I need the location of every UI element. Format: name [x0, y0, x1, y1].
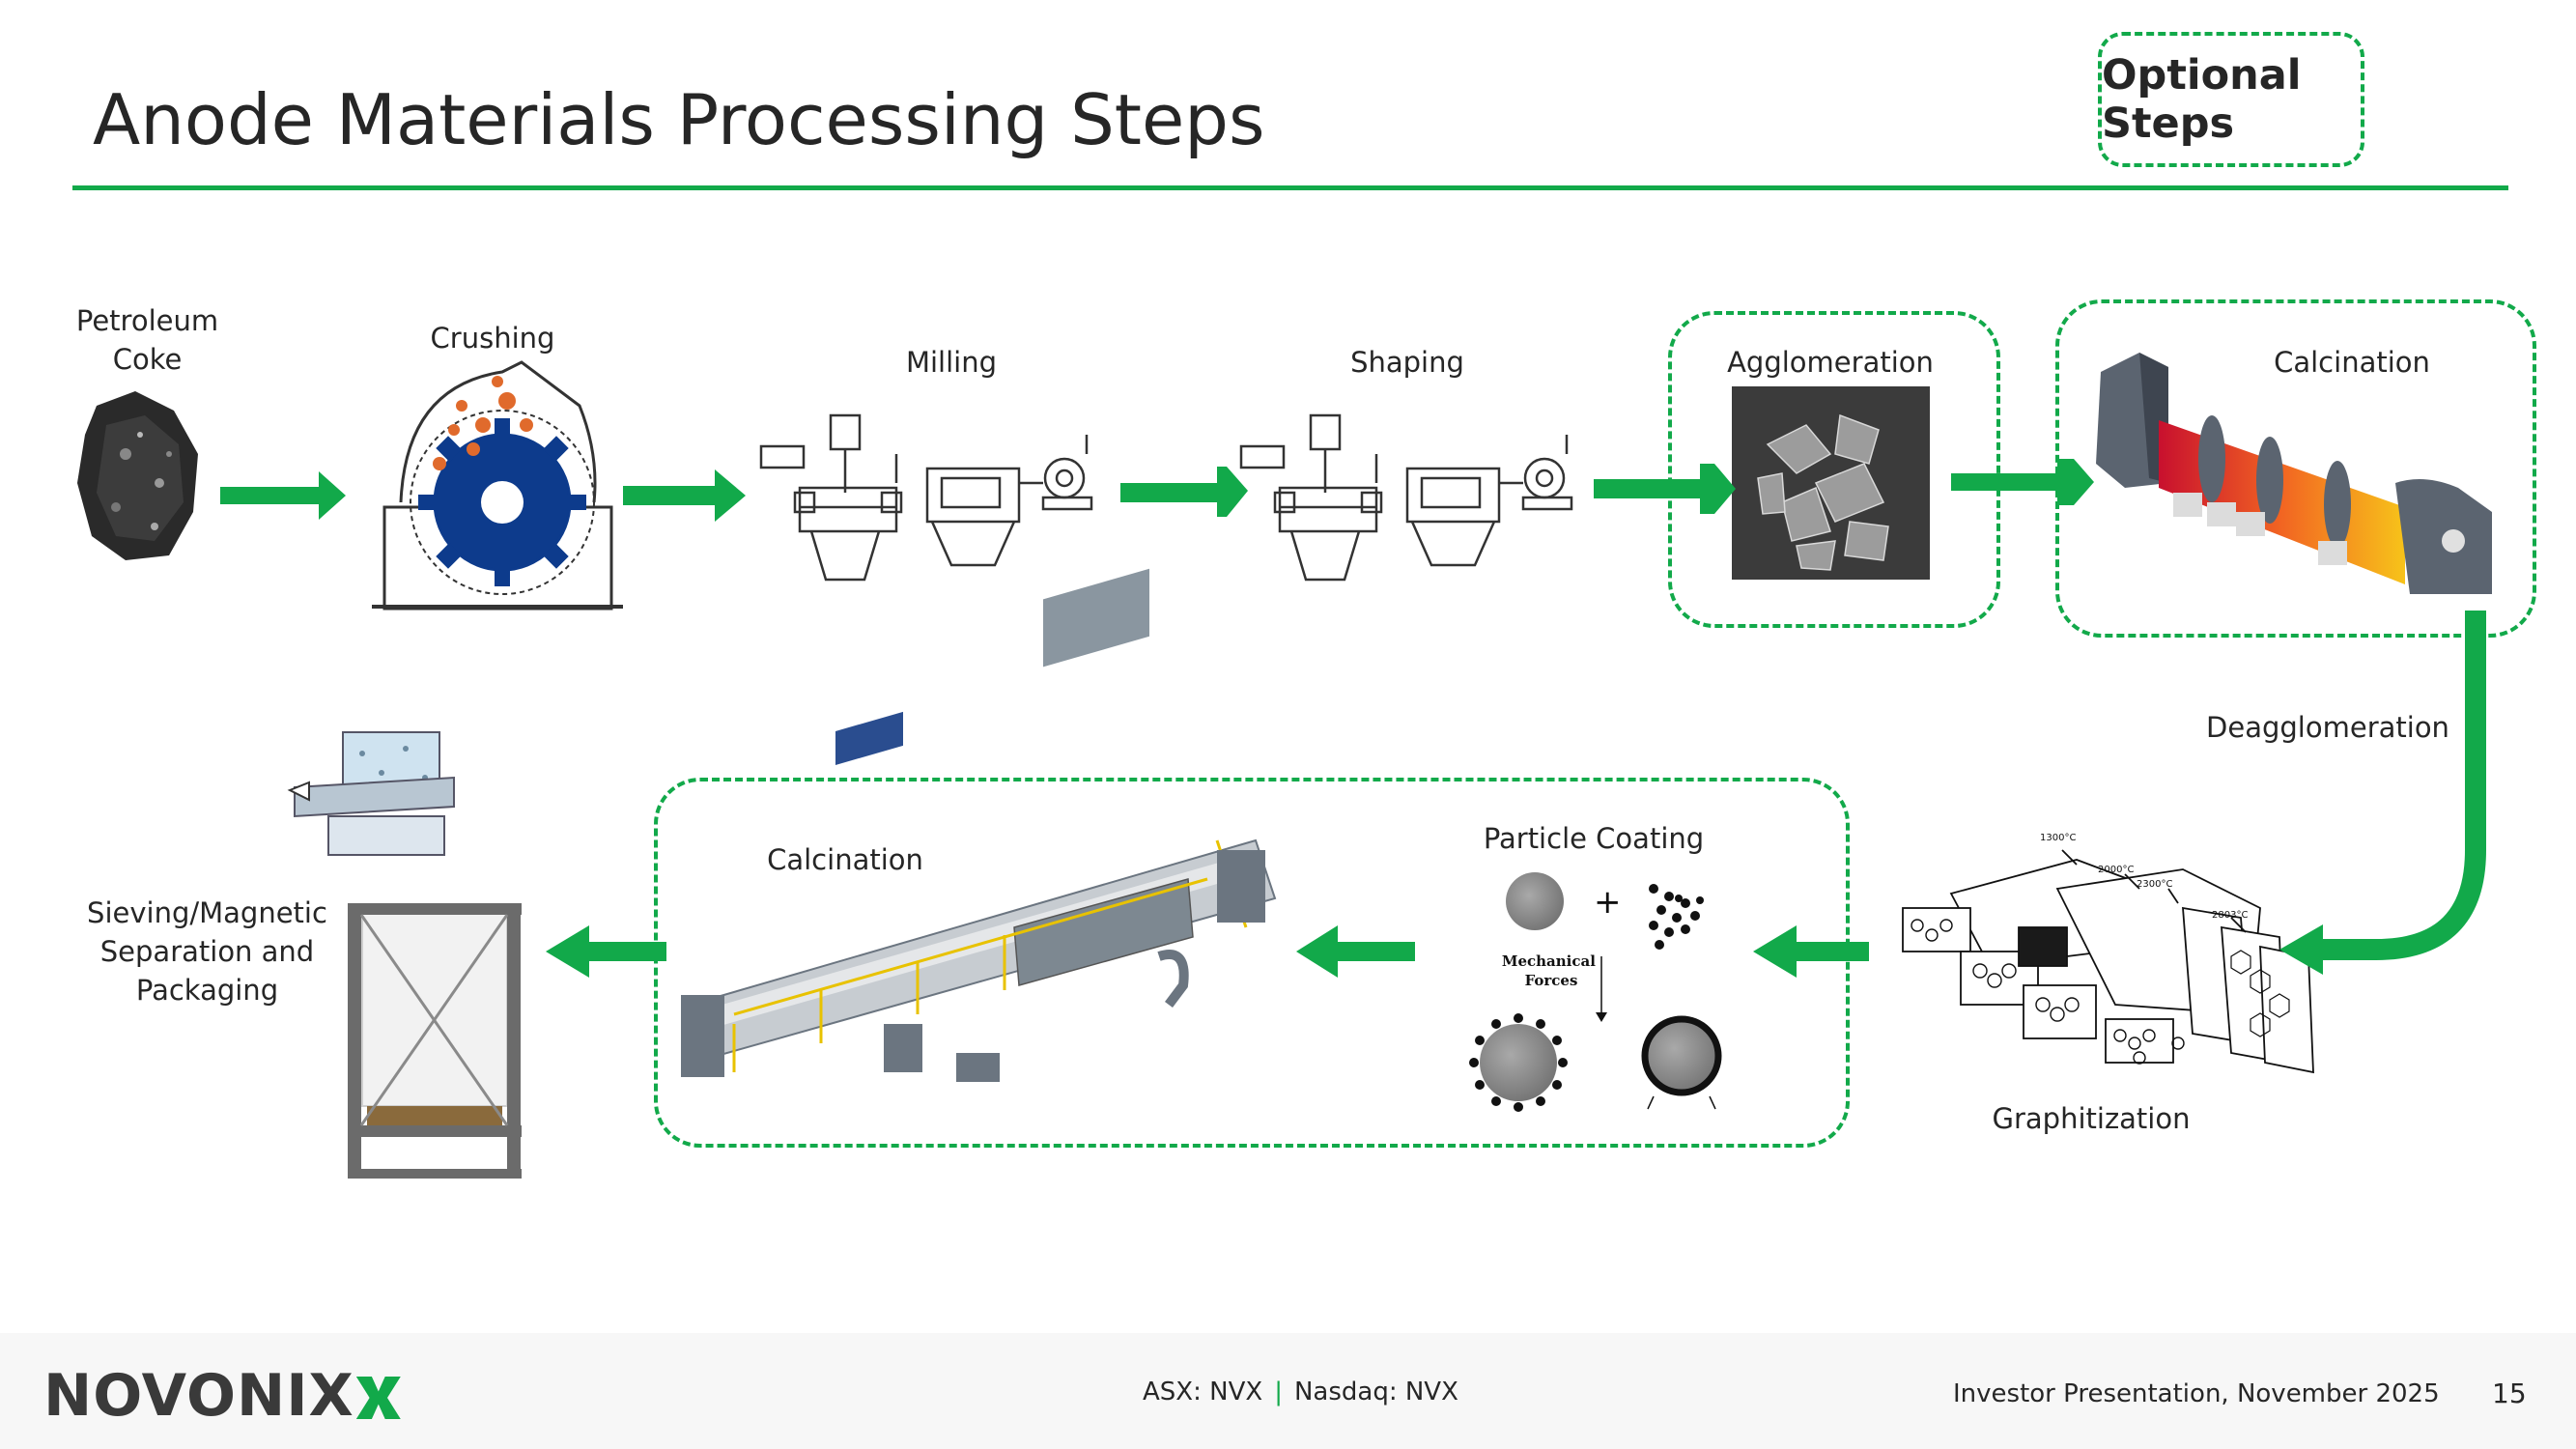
mechanical-forces-label: Forces [1525, 972, 1578, 989]
footer-tickers: ASX: NVX | Nasdaq: NVX [1143, 1378, 1458, 1406]
agglomeration-sem-image [1732, 386, 1930, 580]
rotary-kiln-image [2096, 353, 2492, 594]
step-label-milling: Milling [905, 346, 998, 379]
ticker-asx: ASX: NVX [1143, 1378, 1263, 1406]
arrow-coating-to-calcination [1296, 925, 1415, 978]
arrow-milling-to-shaping [1120, 467, 1248, 517]
graphitization-schematic-image [1902, 849, 2314, 1074]
flow-arrows [220, 459, 2486, 978]
arrow-deagglomeration [2279, 611, 2486, 975]
temp-label: 2300°C [2137, 879, 2172, 890]
footer-presentation-title: Investor Presentation, November 2025 [1953, 1379, 2440, 1408]
optional-agglomeration-box [1668, 311, 2000, 628]
optional-coating-calcination-box [654, 778, 1850, 1148]
title-underline [72, 185, 2508, 190]
arrow-coke-to-crushing [220, 471, 346, 520]
page-number: 15 [2492, 1378, 2527, 1409]
temp-label: 2000°C [2098, 865, 2134, 875]
step-label-sieving: Sieving/Magnetic Separation and Packagin… [87, 896, 327, 1007]
step-label-calcination-top: Calcination [2274, 346, 2430, 379]
shaping-equipment-image [1239, 413, 1573, 582]
step-label-shaping: Shaping [1350, 346, 1464, 379]
svg-text:Mechanical Forces: Mechanical Forces [1502, 952, 1600, 989]
logo-mark-icon [355, 1377, 401, 1419]
logo-text: NOVONIX [43, 1362, 354, 1430]
ticker-separator: | [1274, 1378, 1283, 1406]
sieve-image [287, 731, 455, 856]
page-title: Anode Materials Processing Steps [93, 79, 1265, 160]
crusher-image [372, 360, 623, 611]
step-label-agglomeration: Agglomeration [1727, 346, 1934, 379]
graphitization-temperature-labels: 1300°C 2000°C 2300°C 2803°C [2040, 833, 2248, 921]
petroleum-coke-image [77, 391, 198, 560]
mechanical-forces-label: Mechanical [1502, 952, 1596, 970]
footer-bar [0, 1333, 2576, 1449]
temp-label: 1300°C [2040, 833, 2076, 843]
step-label-graphitization: Graphitization [1992, 1102, 2191, 1135]
particle-coating-diagram: + Mechanical Forces [1469, 872, 1722, 1112]
milling-equipment-image [759, 413, 1093, 582]
arrow-graphitization-to-coating [1753, 925, 1869, 978]
process-flow-graphics: 1300°C 2000°C 2300°C 2803°C + Mechanical… [77, 353, 2492, 1179]
step-label-calcination-bottom: Calcination [767, 843, 923, 876]
step-label-particle-coating: Particle Coating [1483, 822, 1705, 855]
optional-steps-legend: Optional Steps [2098, 32, 2364, 167]
arrow-shaping-to-agglomeration [1594, 464, 1736, 514]
company-logo: NOVONIX [43, 1362, 401, 1430]
arrow-calcination-to-sieving [546, 925, 666, 978]
calcination-line-image [681, 568, 1277, 1082]
step-label-petroleum-coke: Petroleum Coke [75, 304, 219, 376]
optional-steps-label: Optional Steps [2102, 51, 2302, 148]
arrow-crushing-to-milling [623, 469, 746, 522]
temp-label: 2803°C [2212, 910, 2248, 921]
coating-plus-sign: + [1594, 883, 1622, 922]
bulk-bag-frame-image [348, 903, 522, 1179]
ticker-nasdaq: Nasdaq: NVX [1293, 1378, 1458, 1406]
step-label-deagglomeration: Deagglomeration [2206, 711, 2449, 744]
arrow-agglomeration-to-calcination [1951, 459, 2094, 505]
step-label-crushing: Crushing [430, 322, 555, 355]
